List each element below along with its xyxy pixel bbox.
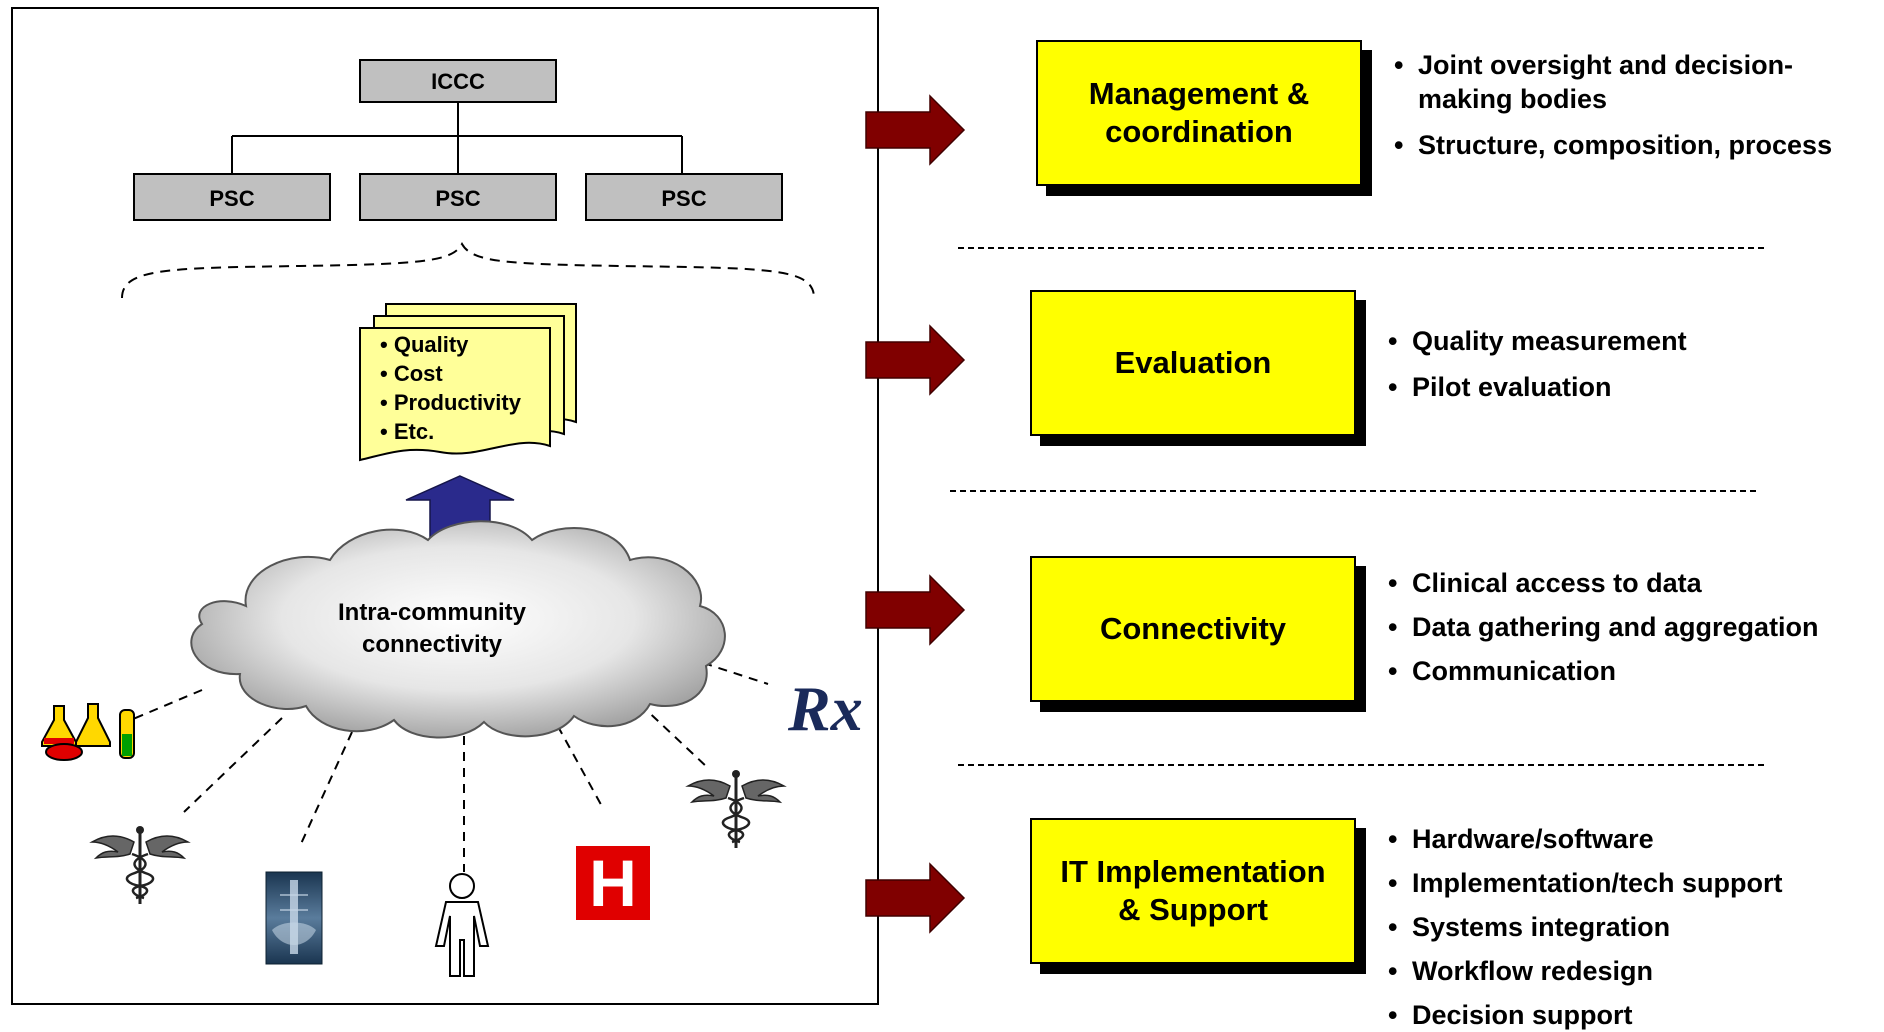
xray-icon: [265, 871, 323, 965]
section-box-management: Management & coordination: [1036, 40, 1362, 186]
psc-label-3: PSC: [661, 186, 706, 211]
arrow-management: [865, 94, 966, 166]
iccc-label: ICCC: [431, 69, 485, 94]
bullet-item: Joint oversight and decision-making bodi…: [1394, 48, 1874, 116]
bullets-it-support: Hardware/software Implementation/tech su…: [1388, 822, 1868, 1032]
separator-2: [950, 490, 1756, 492]
psc-box-3: PSC: [585, 173, 783, 221]
patient-icon: [434, 873, 490, 977]
metric-item-4: • Etc.: [380, 419, 434, 444]
cloud-label-line2: connectivity: [362, 631, 503, 658]
hospital-icon: H: [576, 846, 650, 920]
bullet-item: Decision support: [1388, 998, 1868, 1032]
metric-item-2: • Cost: [380, 361, 443, 386]
arrows: [865, 94, 966, 934]
metric-item-3: • Productivity: [380, 390, 522, 415]
bullet-item: Implementation/tech support: [1388, 866, 1868, 900]
section-box-it-support: IT Implementation & Support: [1030, 818, 1356, 964]
metric-item-1: • Quality: [380, 332, 469, 357]
caduceus-icon-2: [686, 768, 786, 850]
section-title-it-l1: IT Implementation: [1060, 854, 1326, 889]
arrow-evaluation: [865, 324, 966, 396]
psc-label-2: PSC: [435, 186, 480, 211]
bullets-connectivity: Clinical access to data Data gathering a…: [1388, 566, 1878, 688]
caduceus-icon: [90, 824, 190, 906]
metrics-document-stack: • Quality • Cost • Productivity • Etc.: [359, 303, 577, 462]
section-title-management-l2: coordination: [1105, 114, 1293, 149]
cloud-label-line1: Intra-community: [338, 599, 527, 626]
bullet-item: Data gathering and aggregation: [1388, 610, 1878, 644]
left-panel-frame: [11, 7, 879, 1005]
dashed-brace: [121, 241, 815, 299]
lab-flasks-icon: [41, 703, 135, 761]
section-box-connectivity: Connectivity: [1030, 556, 1356, 702]
section-title-management-l1: Management &: [1088, 76, 1310, 111]
svg-text:H: H: [589, 846, 637, 920]
separator-1: [958, 247, 1764, 249]
bullets-evaluation: Quality measurement Pilot evaluation: [1388, 324, 1868, 404]
bullet-item: Systems integration: [1388, 910, 1868, 944]
separator-3: [958, 764, 1764, 766]
arrow-it-support: [865, 862, 966, 934]
section-title-connectivity: Connectivity: [1099, 611, 1287, 646]
bullet-item: Workflow redesign: [1388, 954, 1868, 988]
section-box-evaluation: Evaluation: [1030, 290, 1356, 436]
psc-box-2: PSC: [359, 173, 557, 221]
arrow-connectivity: [865, 574, 966, 646]
psc-box-1: PSC: [133, 173, 331, 221]
svg-text:Rx: Rx: [787, 673, 863, 744]
bullet-item: Structure, composition, process: [1394, 128, 1874, 162]
bullet-item: Pilot evaluation: [1388, 370, 1868, 404]
hierarchy-connectors: [231, 98, 683, 174]
bullet-item: Hardware/software: [1388, 822, 1868, 856]
rx-icon: Rx: [787, 673, 863, 744]
psc-label-1: PSC: [209, 186, 254, 211]
bullet-item: Clinical access to data: [1388, 566, 1878, 600]
section-title-it-l2: & Support: [1118, 892, 1268, 927]
bullets-management: Joint oversight and decision-making bodi…: [1394, 48, 1874, 162]
iccc-box: ICCC: [359, 59, 557, 103]
bullet-item: Communication: [1388, 654, 1878, 688]
connectivity-cloud: [190, 520, 726, 739]
section-title-evaluation: Evaluation: [1114, 345, 1272, 380]
bullet-item: Quality measurement: [1388, 324, 1868, 358]
